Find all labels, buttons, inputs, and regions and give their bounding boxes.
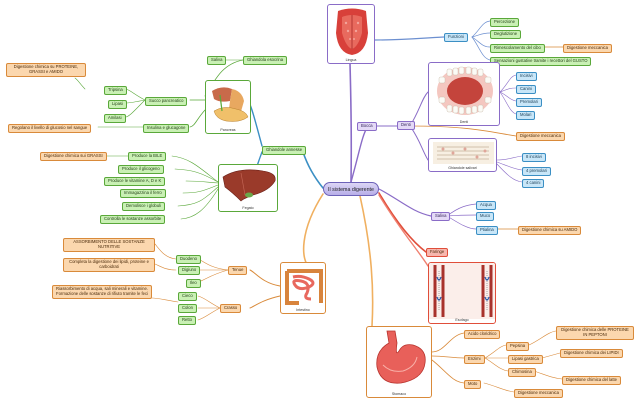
saliva-pancreas-node[interactable]: Saliva bbox=[207, 56, 227, 65]
ileo-node[interactable]: Ileo bbox=[186, 279, 201, 288]
rimescolamento-node[interactable]: Rimescolamento del cibo bbox=[490, 44, 545, 53]
quattro-premolari-node[interactable]: 4 premolari bbox=[522, 167, 551, 176]
tripsina-node[interactable]: Tripsina bbox=[104, 86, 127, 95]
pancreas-digest-node[interactable]: Digestione chimica su PROTEINE, GRASSI e… bbox=[6, 63, 86, 77]
percezione-node[interactable]: Percezione bbox=[490, 18, 519, 27]
denti-meccanica-node[interactable]: Digestione meccanica bbox=[516, 132, 565, 141]
dental-chart-icon bbox=[433, 142, 494, 164]
molari-node[interactable]: Molari bbox=[516, 111, 536, 120]
deglutizione-node[interactable]: Deglutizione bbox=[490, 30, 522, 39]
stomach-caption: Stomaco bbox=[391, 392, 407, 396]
ghiandole-annesse-node[interactable]: Ghiandole annesse bbox=[262, 146, 307, 155]
muco-node[interactable]: Muco bbox=[476, 212, 495, 221]
cieco-node[interactable]: Cieco bbox=[178, 292, 197, 301]
tongue-caption: Lingua bbox=[345, 58, 357, 62]
esophagus-caption: Esofago bbox=[455, 318, 469, 322]
teeth-image: Denti bbox=[428, 62, 500, 126]
stomaco-meccanica-node[interactable]: Digestione meccanica bbox=[514, 389, 563, 398]
produce-glicogeno-node[interactable]: Produce il glicogeno bbox=[118, 165, 164, 174]
pepsina-node[interactable]: Pepsina bbox=[506, 342, 530, 351]
lipasi-desc-node[interactable]: Digestione chimica dei LIPIDI bbox=[560, 349, 623, 358]
denti-node[interactable]: Denti bbox=[397, 121, 415, 130]
tenue-desc2-node[interactable]: Completa la digestione dei lipidi, prote… bbox=[63, 258, 155, 272]
esophagus-icon bbox=[429, 263, 495, 319]
ferro-node[interactable]: Immagazzina il ferro bbox=[120, 189, 166, 198]
saliva-chimica-node[interactable]: Digestione chimica su AMIDO bbox=[518, 226, 582, 235]
digiuno-node[interactable]: Digiuno bbox=[178, 266, 201, 275]
ptialina-node[interactable]: Ptialina bbox=[476, 226, 498, 235]
globuli-node[interactable]: Demolisce i globuli bbox=[122, 202, 165, 211]
amilasi-node[interactable]: Amilasi bbox=[104, 114, 126, 123]
insulina-node[interactable]: Insulina e glucagone bbox=[143, 124, 190, 133]
chimosina-node[interactable]: Chimosina bbox=[508, 368, 536, 377]
produce-vitamine-node[interactable]: Produce le vitamine A, D e K bbox=[104, 177, 166, 186]
pancreas-caption: Pancreas bbox=[220, 128, 236, 132]
central-topic[interactable]: Il sistema digerente bbox=[323, 182, 379, 196]
bocca-node[interactable]: Bocca bbox=[357, 122, 377, 131]
quattro-canini-node[interactable]: 4 canini bbox=[522, 179, 545, 188]
intestine-icon bbox=[285, 269, 323, 305]
chimosina-desc-node[interactable]: Digestione chimica del latte bbox=[562, 376, 621, 385]
pancreas-image: Pancreas bbox=[205, 80, 251, 134]
duodeno-node[interactable]: Duodeno bbox=[176, 255, 201, 264]
intestine-caption: Intestino bbox=[296, 308, 310, 312]
regola-glucosio-node[interactable]: Regolano il livello di glucosio nel sang… bbox=[8, 124, 92, 133]
ghiandola-esocrina-node[interactable]: Ghiandola esocrina bbox=[243, 56, 288, 65]
crasso-desc-node[interactable]: Riassorbimento di acqua, sali minerali e… bbox=[52, 285, 152, 299]
salivary-caption: Ghiandole salivari bbox=[448, 166, 477, 170]
tongue-icon bbox=[336, 8, 368, 55]
premolari-node[interactable]: Premolari bbox=[516, 98, 542, 107]
tenue-desc1-node[interactable]: ASSORBIMENTO DELLE SOSTANZE NUTRITIVE bbox=[63, 238, 155, 252]
moto-node[interactable]: Moto bbox=[464, 380, 482, 389]
stomach-image: Stomaco bbox=[366, 326, 432, 398]
pepsina-desc-node[interactable]: Digestione chimica delle PROTEINE IN PEP… bbox=[556, 326, 634, 340]
acqua-node[interactable]: Acqua bbox=[476, 201, 496, 210]
liver-caption: Fegato bbox=[242, 206, 254, 210]
tongue-image: Lingua bbox=[327, 4, 375, 64]
tenue-node[interactable]: Tenue bbox=[228, 266, 248, 275]
incisivi-node[interactable]: Incisivi bbox=[516, 72, 537, 81]
retto-node[interactable]: Retto bbox=[178, 316, 197, 325]
acido-cloridrico-node[interactable]: Acido cloridrico bbox=[464, 330, 501, 339]
lingua-meccanica-node[interactable]: Digestione meccanica bbox=[563, 44, 612, 53]
liver-image: Fegato bbox=[218, 164, 278, 212]
enzimi-node[interactable]: Enzimi bbox=[464, 355, 485, 364]
sostanze-assorbite-node[interactable]: Controlla le sostanze assorbite bbox=[100, 215, 166, 224]
bile-desc-node[interactable]: Digestione chimica sui GRASSI bbox=[40, 152, 107, 161]
pancreas-icon bbox=[212, 87, 249, 122]
stomach-icon bbox=[376, 330, 426, 384]
teeth-caption: Denti bbox=[459, 120, 469, 124]
teeth-icon bbox=[437, 66, 493, 115]
canini-node[interactable]: Canini bbox=[516, 85, 536, 94]
lipasi-gastrica-node[interactable]: Lipasi gastrica bbox=[508, 355, 543, 364]
liver-icon bbox=[222, 169, 276, 202]
saliva-node[interactable]: Saliva bbox=[431, 212, 451, 221]
esophagus-image: Esofago bbox=[428, 262, 496, 324]
succo-pancreatico-node[interactable]: Succo pancreatico bbox=[145, 97, 188, 106]
lipasi-node[interactable]: Lipasi bbox=[108, 100, 127, 109]
faringe-node[interactable]: Faringe bbox=[426, 248, 449, 257]
salivary-image: Ghiandole salivari bbox=[428, 138, 497, 172]
colon-node[interactable]: Colon bbox=[178, 304, 197, 313]
intestine-image: Intestino bbox=[280, 262, 326, 314]
funzioni-node[interactable]: Funzioni bbox=[444, 33, 468, 42]
otto-incisivi-node[interactable]: 8 incisivi bbox=[522, 153, 546, 162]
crasso-node[interactable]: Crasso bbox=[220, 304, 242, 313]
produce-bile-node[interactable]: Produce la BILE bbox=[128, 152, 167, 161]
gusto-node[interactable]: Sensazioni gustative tramite i recettori… bbox=[490, 57, 592, 66]
